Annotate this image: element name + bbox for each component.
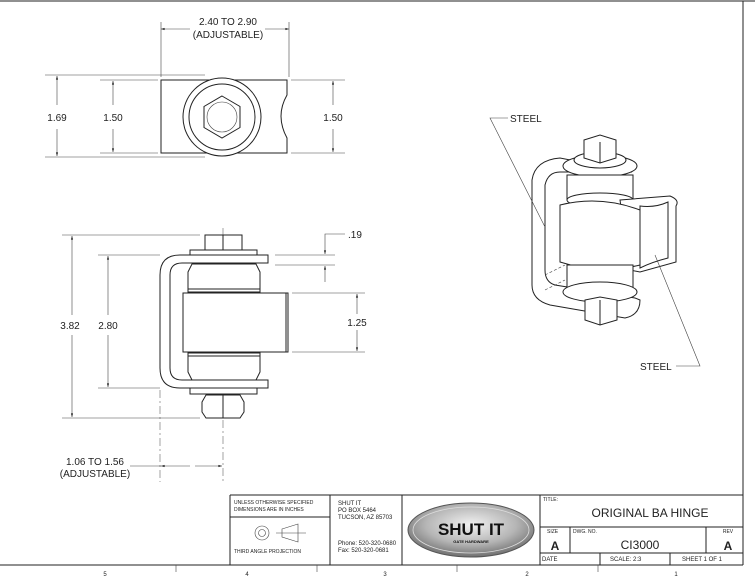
third-angle-projection-icon (254, 523, 306, 543)
label-steel-bracket: STEEL (510, 114, 542, 125)
dim-offset: 1.06 TO 1.56 (66, 457, 124, 468)
projection-label: THIRD ANGLE PROJECTION (234, 549, 301, 555)
size-label: SIZE (547, 529, 559, 535)
dwg-no-value: CI3000 (621, 538, 660, 552)
address-2: TUCSON, AZ 85703 (338, 515, 393, 521)
dim-width: 2.40 TO 2.90 (199, 17, 257, 28)
zone-3: 3 (383, 572, 387, 578)
top-view: 2.40 TO 2.90 (ADJUSTABLE) 1.69 1.50 1.50 (45, 17, 345, 158)
front-view: 3.82 2.80 .19 1.25 1.06 TO 1.56 (ADJUSTA… (60, 228, 367, 482)
dim-width-note: (ADJUSTABLE) (193, 30, 263, 41)
iso-bracket (531, 157, 641, 319)
drawing-title: ORIGINAL BA HINGE (592, 506, 709, 520)
rev-value: A (724, 539, 733, 553)
dim-1-50-right: 1.50 (323, 113, 343, 124)
zone-2: 2 (525, 572, 529, 578)
zone-ruler: 5 4 3 2 1 (103, 565, 678, 578)
shut-it-logo: SHUT IT GATE HARDWARE (407, 502, 535, 558)
dim-1-50-left: 1.50 (103, 113, 123, 124)
size-value: A (551, 539, 560, 553)
dim-3-82: 3.82 (60, 321, 80, 332)
phone: Phone: 520-320-0680 (338, 541, 397, 547)
isometric-view: STEEL STEEL (489, 114, 701, 373)
rev-label: REV (723, 529, 734, 535)
zone-5: 5 (103, 572, 107, 578)
svg-text:GATE HARDWARE: GATE HARDWARE (453, 539, 489, 544)
dim-1-69: 1.69 (47, 113, 67, 124)
dim-1-25: 1.25 (347, 318, 367, 329)
sheet-border (0, 0, 755, 566)
sheet: SHEET 1 OF 1 (682, 557, 723, 563)
bracket (159, 254, 269, 389)
company-name: SHUT IT (338, 501, 362, 507)
svg-text:SHUT IT: SHUT IT (438, 520, 505, 539)
barrel (182, 292, 289, 353)
fax: Fax: 520-320-0681 (338, 548, 389, 554)
scale: SCALE: 2:3 (610, 557, 642, 563)
date-label: DATE (542, 557, 558, 563)
dim-offset-note: (ADJUSTABLE) (60, 469, 130, 480)
hex-bolt-top (203, 95, 241, 139)
dwg-no-label: DWG. NO. (573, 529, 597, 535)
address-1: PO BOX 5464 (338, 508, 377, 514)
dim-2-80: 2.80 (98, 321, 118, 332)
dim-0-19: .19 (348, 230, 362, 241)
title-block: UNLESS OTHERWISE SPECIFIED DIMENSIONS AR… (229, 494, 743, 565)
label-steel-leaf: STEEL (640, 362, 672, 373)
iso-barrel (559, 200, 641, 270)
zone-4: 4 (245, 572, 249, 578)
tolerance-note-2: DIMENSIONS ARE IN INCHES (234, 507, 304, 513)
lower-bushing (187, 352, 261, 381)
zone-1: 1 (674, 572, 678, 578)
iso-nut (584, 296, 618, 326)
upper-bushing (187, 263, 261, 293)
title-label: TITLE: (543, 497, 558, 503)
tolerance-note-1: UNLESS OTHERWISE SPECIFIED (234, 500, 314, 506)
